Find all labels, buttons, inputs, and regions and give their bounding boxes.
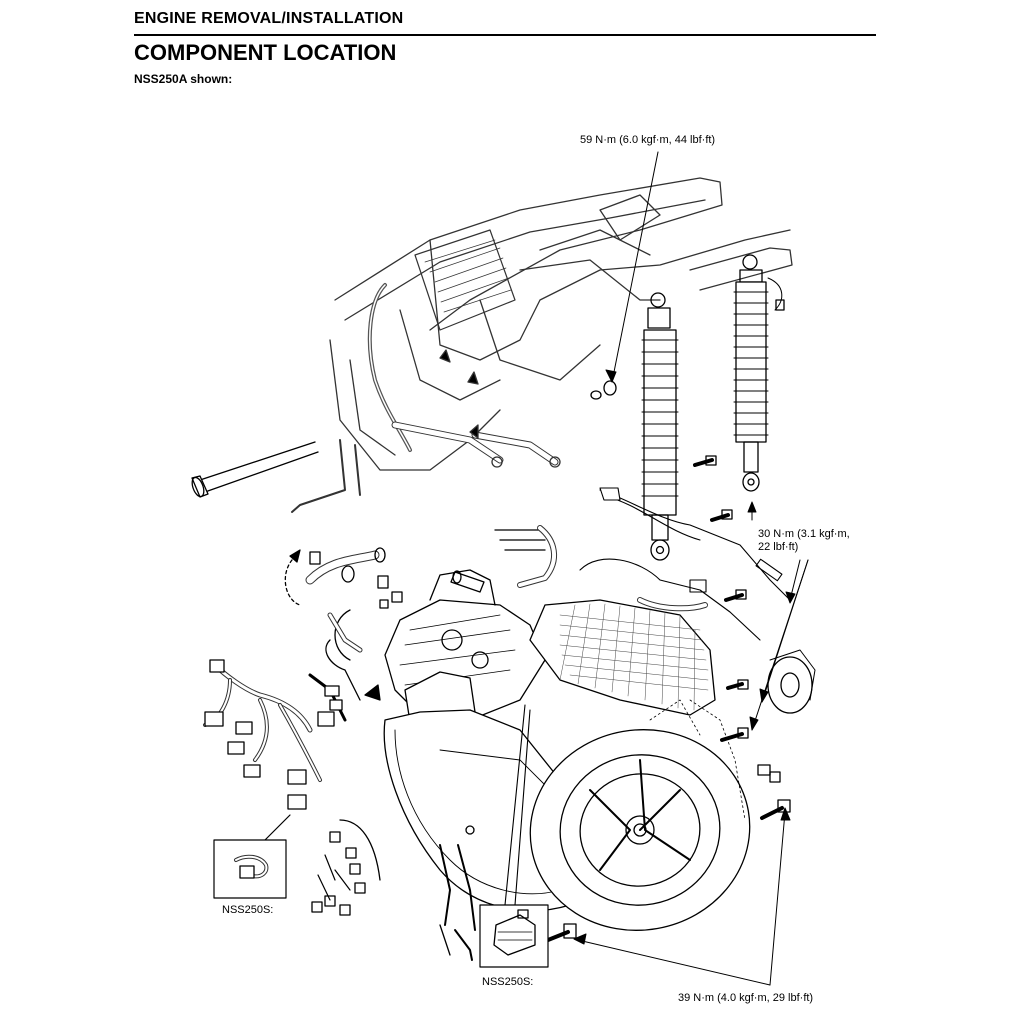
left-inset-leader (264, 814, 291, 841)
torque-label-line1: 30 N·m (3.1 kgf·m, (758, 528, 850, 540)
lower-mount-bolt (546, 923, 577, 942)
page-title: COMPONENT LOCATION (134, 40, 397, 65)
intake-hose-left (284, 547, 386, 606)
shock-lower-bolts (693, 455, 747, 602)
connector-cluster-middle (308, 612, 363, 722)
rear-wheel (529, 699, 751, 931)
brake-cable (579, 558, 761, 641)
torque-label-shock-lower: 30 N·m (3.1 kgf·m, 22 lbf·ft) (758, 528, 850, 554)
rear-shock-left (641, 292, 679, 561)
torque-label-shock-upper: 59 N·m (6.0 kgf·m, 44 lbf·ft) (580, 134, 716, 146)
wheel-side-bolts (720, 679, 791, 820)
center-stand (439, 844, 476, 961)
inset-center-box (479, 904, 549, 968)
engine-mount-bolt (191, 441, 319, 498)
rear-shock-right (733, 254, 785, 492)
frame-assembly (291, 177, 793, 513)
wire-harness-left (203, 659, 335, 810)
inset-left-caption: NSS250S: (222, 904, 274, 916)
air-cleaner-case (529, 599, 716, 716)
inset-center-caption: NSS250S: (482, 976, 534, 988)
pipes-upper-middle (450, 525, 557, 593)
page-header: ENGINE REMOVAL/INSTALLATION (134, 10, 876, 28)
inset-left-box (213, 839, 287, 899)
torque-leaders (573, 151, 809, 986)
torque-label-engine-mount: 39 N·m (4.0 kgf·m, 29 lbf·ft) (678, 992, 814, 1004)
bracket-bolts-lower (311, 819, 381, 916)
throttle-cables (599, 487, 791, 601)
section-heading: ENGINE REMOVAL/INSTALLATION (134, 10, 404, 27)
small-bolts-cluster (309, 551, 403, 609)
page-subtitle: NSS250A shown: (134, 72, 233, 86)
shock-nuts (590, 380, 617, 400)
center-inset-leaders (504, 704, 531, 906)
header-rule (134, 34, 876, 36)
torque-label-line2: 22 lbf·ft) (758, 541, 799, 553)
